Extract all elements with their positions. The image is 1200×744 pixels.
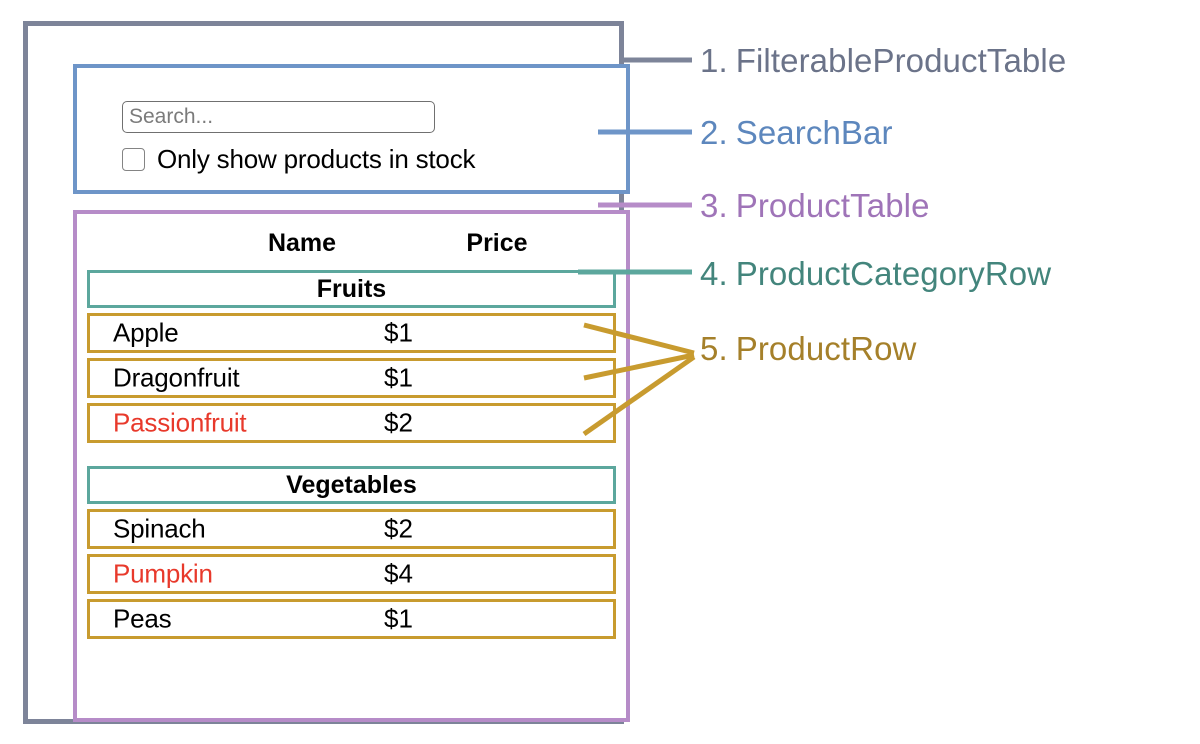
product-row: Apple $1 [87, 313, 616, 353]
legend-item-product-row: 5.ProductRow [700, 330, 916, 368]
product-price: $1 [384, 603, 413, 634]
legend-text: ProductCategoryRow [735, 255, 1052, 292]
legend-text: FilterableProductTable [735, 42, 1067, 79]
product-table-header: Name Price [77, 226, 626, 260]
product-table-component: Name Price Fruits Apple $1 Dragonfruit $… [73, 210, 630, 722]
column-header-price: Price [466, 228, 528, 257]
legend-number: 4. [700, 255, 728, 292]
legend-item-search-bar: 2.SearchBar [700, 114, 893, 152]
legend-number: 5. [700, 330, 728, 367]
product-price: $1 [384, 317, 413, 348]
product-category-row: Vegetables [87, 466, 616, 504]
search-bar-component: Only show products in stock [73, 64, 630, 194]
product-name: Dragonfruit [113, 362, 240, 393]
search-input[interactable] [122, 101, 435, 133]
product-name: Passionfruit [113, 407, 247, 438]
legend-text: SearchBar [735, 114, 893, 151]
legend-item-product-category-row: 4.ProductCategoryRow [700, 255, 1051, 293]
product-price: $1 [384, 362, 413, 393]
product-row: Pumpkin $4 [87, 554, 616, 594]
in-stock-filter-row[interactable]: Only show products in stock [122, 144, 475, 175]
product-name: Apple [113, 317, 179, 348]
product-row: Spinach $2 [87, 509, 616, 549]
product-name: Pumpkin [113, 558, 213, 589]
product-row: Passionfruit $2 [87, 403, 616, 443]
product-row: Peas $1 [87, 599, 616, 639]
product-price: $4 [384, 558, 413, 589]
product-name: Spinach [113, 513, 206, 544]
legend-text: ProductTable [735, 187, 930, 224]
legend-number: 3. [700, 187, 728, 224]
product-category-label: Fruits [316, 274, 387, 303]
product-price: $2 [384, 407, 413, 438]
legend-number: 2. [700, 114, 728, 151]
product-category-label: Vegetables [286, 470, 417, 499]
in-stock-checkbox[interactable] [122, 148, 145, 171]
legend-item-filterable-product-table: 1.FilterableProductTable [700, 42, 1066, 80]
filterable-product-table-component: Only show products in stock Name Price F… [23, 21, 630, 724]
product-category-row: Fruits [87, 270, 616, 308]
product-price: $2 [384, 513, 413, 544]
legend-item-product-table: 3.ProductTable [700, 187, 930, 225]
group-spacer [87, 448, 616, 466]
legend-number: 1. [700, 42, 728, 79]
product-name: Peas [113, 603, 172, 634]
column-header-name: Name [267, 228, 337, 257]
product-table-rows: Fruits Apple $1 Dragonfruit $1 Passionfr… [87, 270, 616, 644]
product-row: Dragonfruit $1 [87, 358, 616, 398]
in-stock-checkbox-label: Only show products in stock [157, 144, 476, 174]
legend-text: ProductRow [735, 330, 917, 367]
